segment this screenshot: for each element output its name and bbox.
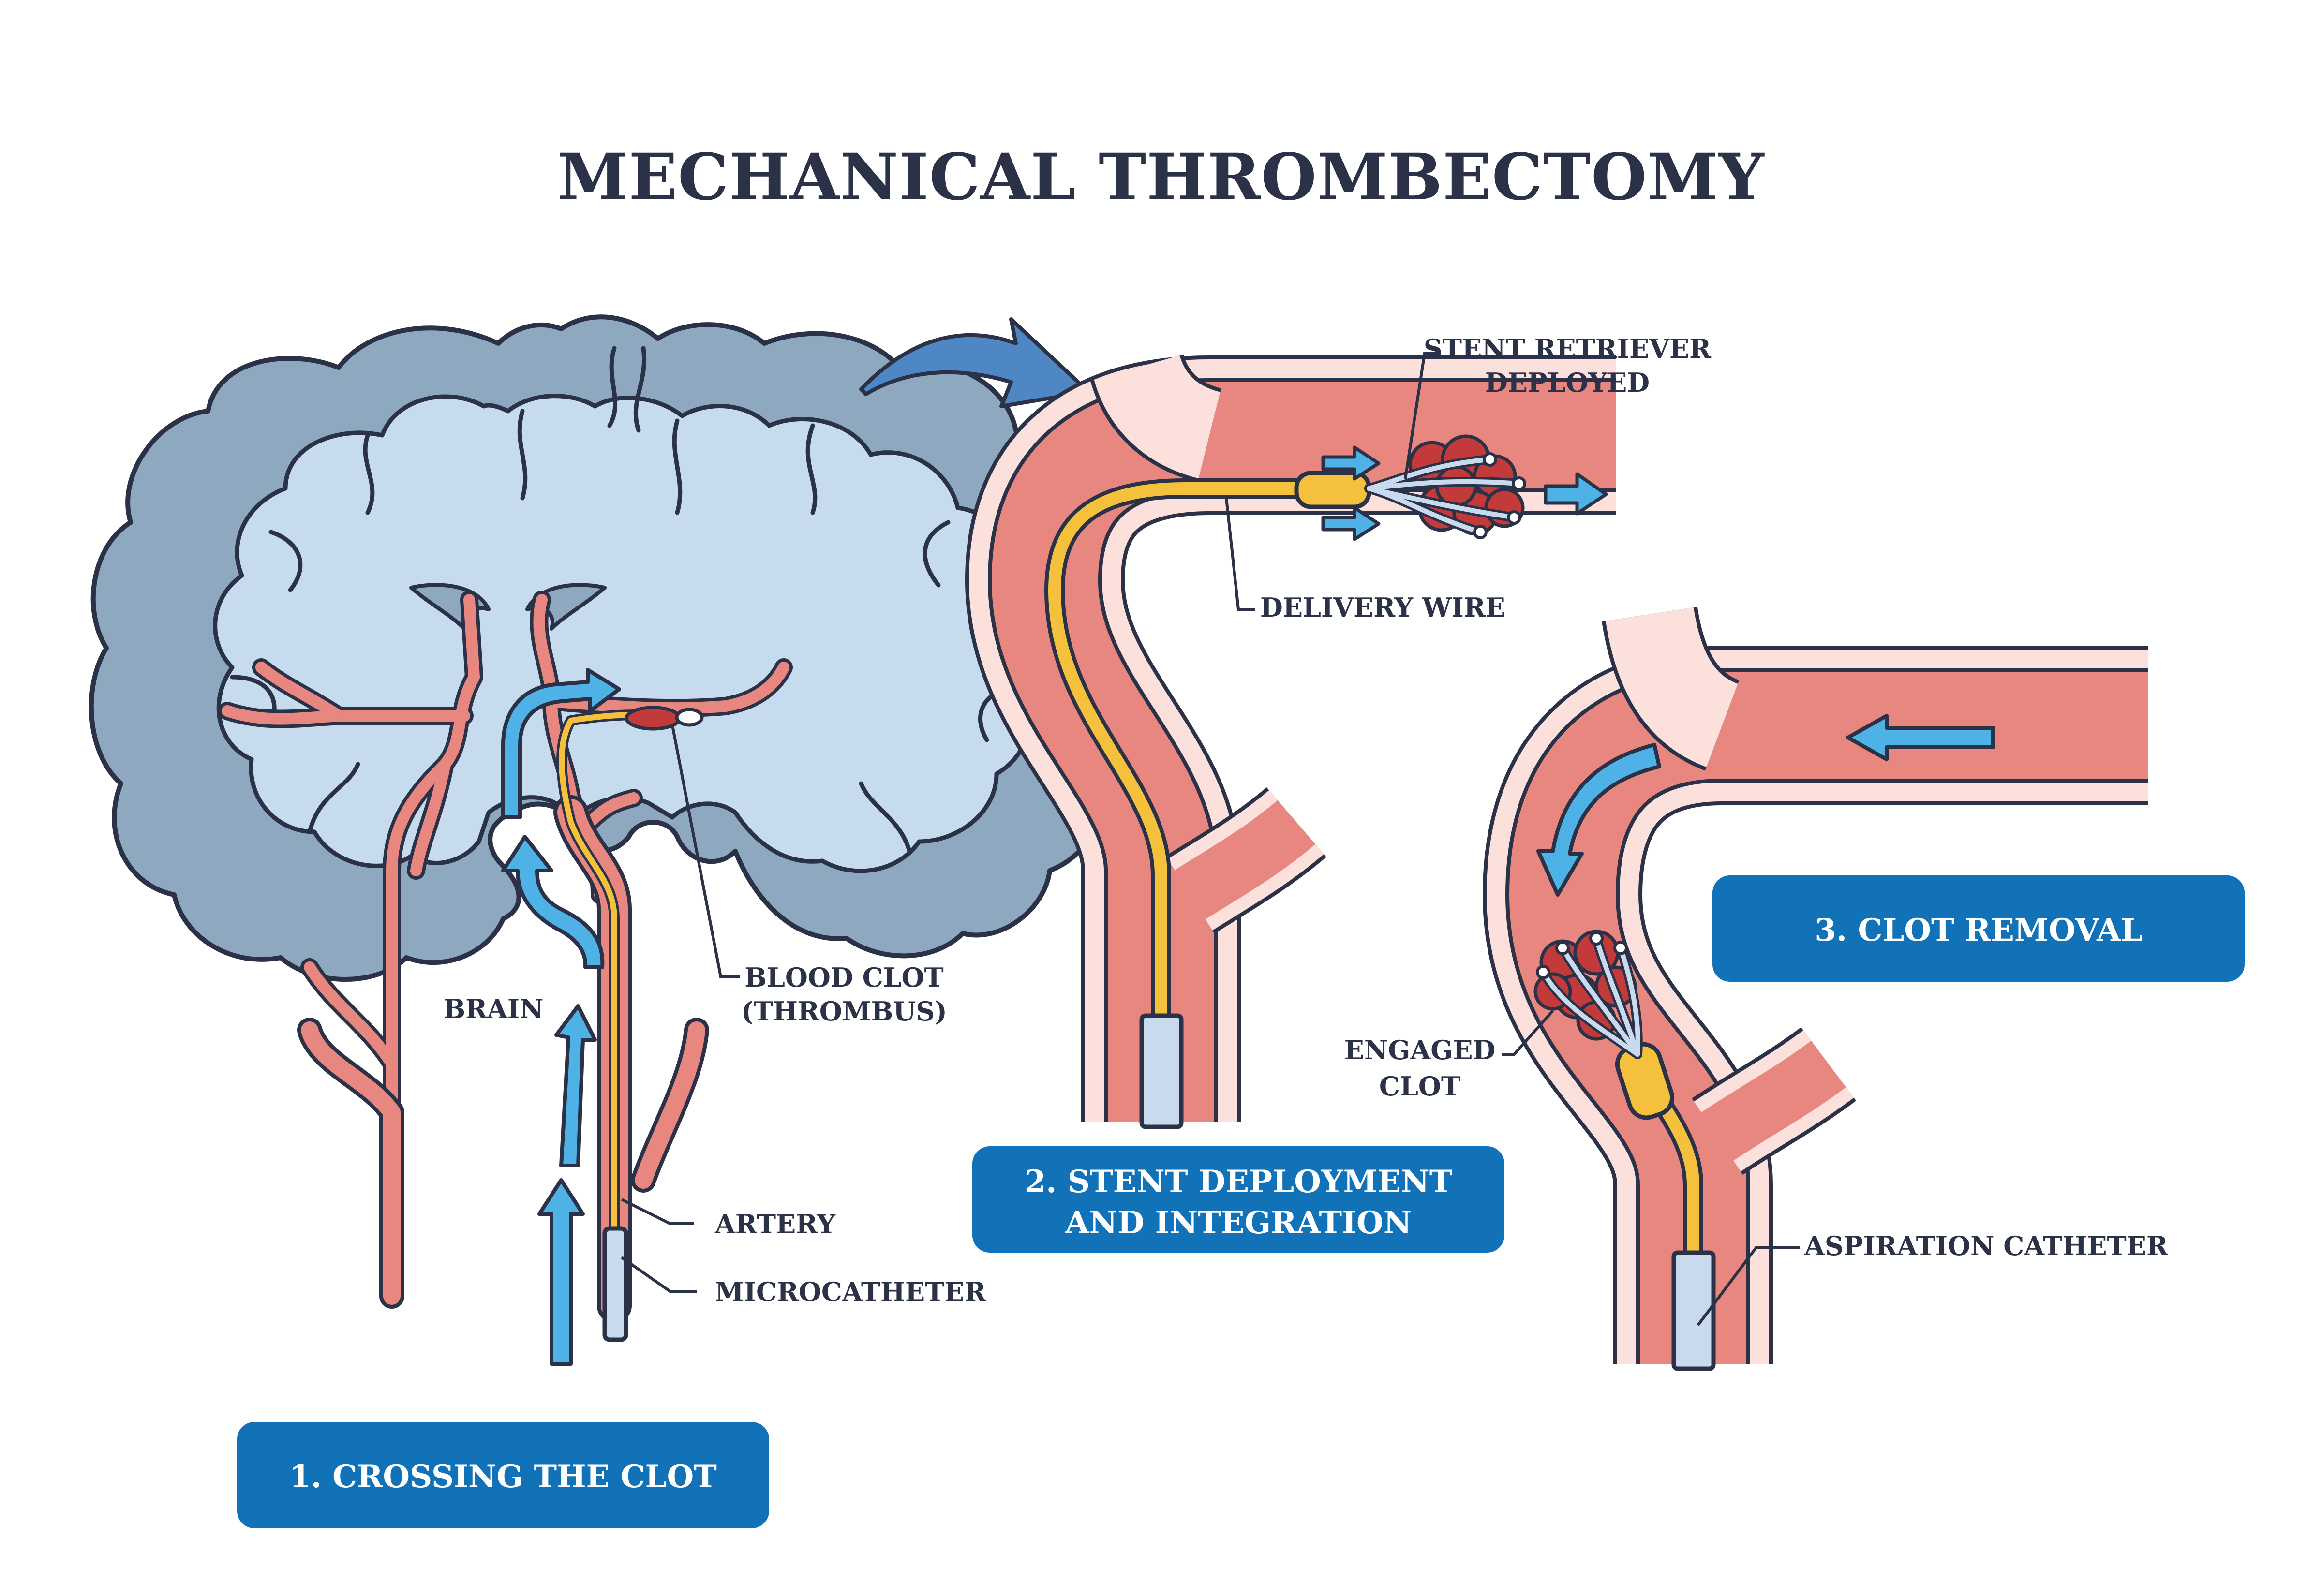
- step-2-label-line1: 2. STENT DEPLOYMENT: [1025, 1164, 1453, 1200]
- step-2-label-line2: AND INTEGRATION: [1065, 1205, 1412, 1241]
- clot-removal-vessel: [1483, 606, 2148, 1364]
- catheter-panel2: [1139, 1013, 1184, 1129]
- flow-arrow-icon: [1544, 472, 1608, 516]
- label-engaged: ENGAGED: [1344, 1034, 1496, 1065]
- label-clot: CLOT: [1379, 1071, 1460, 1102]
- flow-arrows-removal: [1536, 714, 1995, 897]
- flow-arrow-icon: [501, 668, 621, 819]
- flow-arrows-stent: [1321, 445, 1608, 541]
- callouts-stent: [1225, 352, 1439, 611]
- label-brain: BRAIN: [443, 993, 543, 1024]
- carotid-artery: [553, 709, 668, 1323]
- callouts-brain: [621, 725, 740, 1293]
- flow-arrow-icon: [1321, 445, 1381, 481]
- step-2-box: 2. STENT DEPLOYMENT AND INTEGRATION: [972, 1146, 1504, 1253]
- flow-arrow-icon: [501, 835, 605, 969]
- blood-clot-brain: [625, 706, 704, 731]
- callouts-removal: [1502, 1010, 1800, 1326]
- label-microcatheter: MICROCATHETER: [715, 1276, 987, 1307]
- flow-arrows-brain: [501, 668, 621, 1366]
- flow-arrow-icon: [1536, 743, 1661, 897]
- step-3-label: 3. CLOT REMOVAL: [1815, 912, 2142, 948]
- label-aspiration-catheter: ASPIRATION CATHETER: [1804, 1230, 2169, 1261]
- engaged-clot: [1533, 930, 1643, 1059]
- flow-arrow-icon: [554, 1004, 597, 1167]
- flow-arrow-icon: [1846, 714, 1995, 761]
- brain-white-matter: [213, 394, 1039, 873]
- microcatheter-tube: [602, 1226, 628, 1342]
- page-title: MECHANICAL THROMBECTOMY: [557, 140, 1765, 215]
- label-thrombus: (THROMBUS): [741, 996, 947, 1027]
- flow-arrow-icon: [537, 1178, 585, 1366]
- flow-arrow-icon: [1321, 506, 1381, 541]
- step-1-box: 1. CROSSING THE CLOT: [237, 1422, 769, 1528]
- aspiration-catheter-tube: [1671, 1250, 1716, 1371]
- curved-arrow-icon: [859, 317, 1090, 408]
- brain-illustration: [89, 314, 1126, 982]
- step-3-box: 3. CLOT REMOVAL: [1712, 875, 2245, 982]
- label-artery: ARTERY: [714, 1209, 836, 1240]
- stent-retriever-clot: [1364, 434, 1526, 539]
- label-stent-retriever: STENT RETRIEVER: [1424, 333, 1712, 364]
- label-blood-clot: BLOOD CLOT: [744, 962, 944, 993]
- step-1-label: 1. CROSSING THE CLOT: [289, 1459, 717, 1495]
- cerebral-arteries: [218, 591, 793, 1309]
- label-deployed: DEPLOYED: [1485, 367, 1650, 398]
- label-delivery-wire: DELIVERY WIRE: [1260, 592, 1505, 623]
